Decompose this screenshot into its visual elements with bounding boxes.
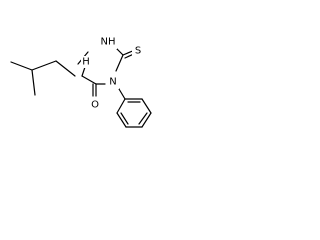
atom-o-label: O [91, 100, 99, 111]
atom-n-label: N [109, 77, 116, 88]
bond-c4-c5 [81, 75, 97, 85]
bond-ch3b-ch [31, 69, 36, 96]
bond-ch-ch2 [31, 60, 57, 71]
structure-canvas: NH S N O H [0, 0, 220, 133]
bond-ph-dbl-1 [120, 112, 129, 125]
atom-h-label: H [82, 57, 90, 68]
atom-s-label: S [135, 46, 141, 57]
bond-ph-2 [116, 112, 127, 128]
bond-ch2-c5 [55, 60, 76, 77]
bond-ph-dbl-2 [138, 112, 148, 125]
bond-ph-5 [141, 98, 152, 114]
atom-nh-label: NH [101, 37, 116, 48]
bond-ph-4 [141, 112, 152, 128]
bond-ch3a-ch [10, 61, 33, 71]
bond-ph-1 [116, 98, 126, 114]
molecule-structure: NH S N O H [10, 35, 152, 128]
bond-c2-n3 [115, 54, 124, 72]
